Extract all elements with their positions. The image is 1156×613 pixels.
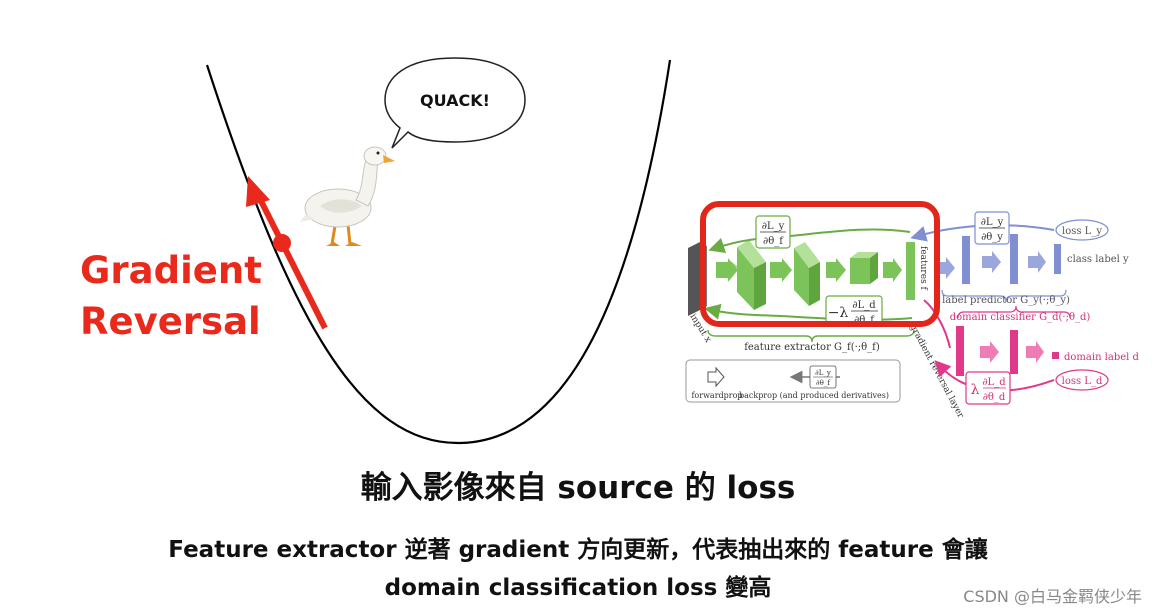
watermark: CSDN @白马金羁侠少年	[963, 587, 1142, 606]
speech-text: QUACK!	[420, 91, 490, 110]
domain-label: domain label d	[1064, 352, 1140, 363]
domain-classifier-label: domain classifier G_d(·;θ_d)	[950, 312, 1091, 323]
lp-arrow-1	[936, 257, 955, 279]
lp-arrow-2	[982, 251, 1001, 273]
grad-d-d-den: ∂θ_d	[983, 392, 1006, 403]
dc-arrow-2	[1026, 341, 1044, 363]
grad-y-y-den: ∂θ_y	[981, 232, 1003, 243]
speech-bubble	[384, 57, 526, 149]
fe-arrow-2	[770, 258, 792, 282]
legend-forward-arrow	[707, 366, 725, 388]
loss-y-label: loss L_y	[1062, 226, 1102, 237]
grad-y-f-den: ∂θ_f	[763, 236, 784, 247]
dc-forward	[923, 299, 951, 349]
input-slab	[688, 242, 700, 316]
gradient-reversal-arrow	[246, 176, 328, 330]
gradient-label-line2: Reversal	[80, 300, 261, 343]
fe-block-1	[737, 240, 766, 310]
legend-forward-label: forwardprop	[691, 391, 742, 400]
grad-y-f-num: ∂L_y	[762, 221, 785, 232]
lp-block-1	[962, 236, 970, 284]
feature-extractor-label: feature extractor G_f(·;θ_f)	[744, 342, 880, 353]
grad-d-f-den: ∂θ_f	[854, 315, 875, 326]
fe-arrow-3	[826, 258, 846, 282]
feature-extractor-highlight	[700, 201, 940, 327]
features-label: features f	[918, 246, 928, 291]
caption-sub-line2: domain classification loss 變高	[384, 575, 772, 601]
features-slab	[906, 242, 915, 300]
gradient-label-line1: Gradient	[80, 249, 262, 292]
class-output	[1054, 244, 1061, 274]
grad-d-f-num: ∂L_d	[852, 300, 876, 311]
lp-arrow-3	[1028, 251, 1046, 273]
fe-arrow-1	[716, 258, 738, 282]
dc-block-2	[1010, 330, 1018, 374]
duck-image	[300, 146, 395, 246]
dc-block-1	[956, 326, 964, 376]
loss-curve	[205, 59, 672, 445]
label-predictor-label: label predictor G_y(·;θ_y)	[942, 295, 1070, 306]
class-label: class label y	[1067, 254, 1129, 265]
current-point-marker	[273, 234, 291, 252]
caption-sub-line1: Feature extractor 逆著 gradient 方向更新，代表抽出來…	[168, 537, 988, 563]
legend-grad-den: ∂θ_f	[816, 379, 831, 387]
loss-y-ellipse	[1055, 219, 1109, 241]
lp-block-2	[1010, 234, 1018, 284]
fe-arrow-4	[883, 258, 902, 282]
legend-grad-num: ∂L_y	[815, 369, 831, 377]
grad-d-d-prefix: λ	[971, 382, 980, 398]
domain-output	[1052, 352, 1059, 359]
grad-y-y-num: ∂L_y	[981, 217, 1004, 228]
loss-d-ellipse	[1055, 369, 1109, 391]
grad-d-f-prefix: −λ	[828, 305, 849, 321]
caption-main: 輸入影像來自 source 的 loss	[360, 470, 796, 506]
grad-d-d-num: ∂L_d	[982, 377, 1006, 388]
network-diagram: input x features f ∂L_y ∂θ_f	[685, 201, 1140, 420]
fe-backprop-top	[708, 228, 911, 254]
fe-block-2	[794, 242, 820, 306]
dc-arrow-1	[980, 341, 999, 363]
fe-block-3	[850, 252, 878, 284]
loss-d-label: loss L_d	[1062, 376, 1103, 387]
legend-backprop-label: backprop (and produced derivatives)	[739, 391, 889, 400]
